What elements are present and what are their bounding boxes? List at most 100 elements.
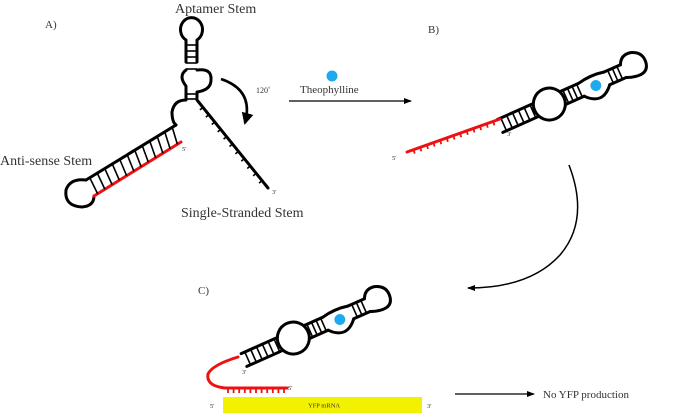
base-pair-rung xyxy=(517,109,525,124)
panel-c: C) 3' 5' YFP mRNA 5' 3' xyxy=(198,285,431,413)
bound-theophylline-icon xyxy=(334,314,346,326)
base-pair-rung xyxy=(355,302,363,316)
theophylline-label: Theophylline xyxy=(300,84,359,96)
stem-strand xyxy=(495,102,540,134)
antisense-stem-label: Anti-sense Stem xyxy=(0,154,92,169)
base-tick xyxy=(452,135,456,140)
base-tick xyxy=(205,114,210,118)
aptamer-structure xyxy=(495,51,648,134)
base-tick xyxy=(426,144,429,150)
base-pair-rung xyxy=(126,154,135,172)
base-tick xyxy=(479,125,482,131)
panel-a-five-prime: 5' xyxy=(182,146,186,153)
base-tick xyxy=(485,123,489,128)
aptamer-structure xyxy=(239,285,392,368)
base-pair-rung xyxy=(104,168,113,186)
base-pair-rung xyxy=(134,149,142,168)
base-tick xyxy=(439,139,443,145)
theophylline-molecule-icon xyxy=(326,70,338,82)
base-pair-rung xyxy=(255,346,263,360)
rotation-label: 120˚ xyxy=(256,86,271,95)
single-stranded-stem-label: Single-Stranded Stem xyxy=(181,206,304,221)
base-pair-rung xyxy=(141,145,150,163)
base-tick xyxy=(459,132,463,138)
base-pair-rung xyxy=(171,127,179,145)
base-pair-rung xyxy=(261,343,269,358)
bound-theophylline-icon xyxy=(590,80,602,92)
base-tick xyxy=(199,106,204,111)
base-tick xyxy=(258,180,263,184)
binding-pocket xyxy=(576,70,612,101)
base-pair-rung xyxy=(523,107,531,121)
base-tick xyxy=(252,172,257,177)
base-pair-rung xyxy=(319,317,328,332)
theophylline-step: Theophylline xyxy=(289,70,412,104)
base-tick xyxy=(492,121,496,126)
aptamer-stem xyxy=(170,16,213,127)
base-tick xyxy=(412,149,416,154)
base-tick xyxy=(432,142,436,147)
base-pair-rung xyxy=(89,177,99,195)
base-pair-rung xyxy=(575,83,584,98)
base-pair-rung xyxy=(96,172,106,190)
base-pair-rung xyxy=(350,304,359,318)
panel-b-label: B) xyxy=(428,24,439,36)
base-tick xyxy=(419,147,423,152)
base-tick xyxy=(228,143,234,148)
base-pair-rung xyxy=(119,159,128,177)
panel-a: A) Aptamer Stem Anti-sense Stem Single-S… xyxy=(0,2,304,221)
panel-c-label: C) xyxy=(198,285,209,297)
panel-a-label: A) xyxy=(45,19,57,31)
base-pair-rung xyxy=(315,319,323,334)
base-tick xyxy=(465,130,469,136)
base-tick xyxy=(445,137,449,143)
hairpin-loop xyxy=(362,285,392,314)
internal-loop xyxy=(275,320,311,356)
base-tick xyxy=(472,128,476,133)
stem-strand xyxy=(239,336,284,368)
antisense-stem xyxy=(64,123,183,209)
outcome: No YFP production xyxy=(455,389,629,401)
panel-b-three-prime: 3' xyxy=(507,131,511,138)
base-pair-rung xyxy=(500,117,508,132)
base-pair-rung xyxy=(156,136,164,154)
panel-c-strand-three-prime: 3' xyxy=(242,369,246,376)
base-tick xyxy=(240,158,245,162)
base-pair-rung xyxy=(571,85,579,100)
base-pair-rung xyxy=(111,163,121,181)
mrna-three-prime: 3' xyxy=(427,403,431,410)
base-pair-rung xyxy=(273,338,281,353)
base-pair-rung xyxy=(566,87,574,102)
base-pair-rung xyxy=(249,349,258,363)
base-pair-rung xyxy=(360,299,368,314)
base-pair-rung xyxy=(267,341,275,355)
base-pair-rung xyxy=(148,140,157,159)
base-pair-rung xyxy=(562,89,570,104)
base-tick xyxy=(234,150,239,155)
antisense-strand-bound xyxy=(206,355,289,390)
base-pair-rung xyxy=(606,70,615,84)
panel-b-five-prime: 5' xyxy=(392,155,396,162)
binding-pocket xyxy=(320,304,356,335)
base-pair-rung xyxy=(529,104,537,119)
base-pair-rung xyxy=(511,112,519,126)
aptamer-stem-label: Aptamer Stem xyxy=(175,2,256,17)
base-pair-rung xyxy=(163,131,171,149)
antisense-strand xyxy=(92,140,183,198)
yfp-mrna-bar xyxy=(223,397,422,413)
mrna-five-prime: 5' xyxy=(210,403,214,410)
base-pair-rung xyxy=(616,65,624,80)
base-pair-rung xyxy=(306,323,314,338)
internal-loop xyxy=(531,86,567,122)
rotation-arrow xyxy=(220,77,254,125)
base-tick xyxy=(223,136,228,140)
panel-b: B) 5' 3' xyxy=(392,24,648,162)
panel-a-three-prime: 3' xyxy=(272,189,276,196)
single-stranded-stem xyxy=(195,98,270,190)
yfp-mrna-label: YFP mRNA xyxy=(308,403,340,410)
base-tick xyxy=(211,121,216,126)
base-pair-rung xyxy=(611,68,619,82)
outcome-label: No YFP production xyxy=(543,389,629,401)
base-pair-rung xyxy=(310,321,318,336)
